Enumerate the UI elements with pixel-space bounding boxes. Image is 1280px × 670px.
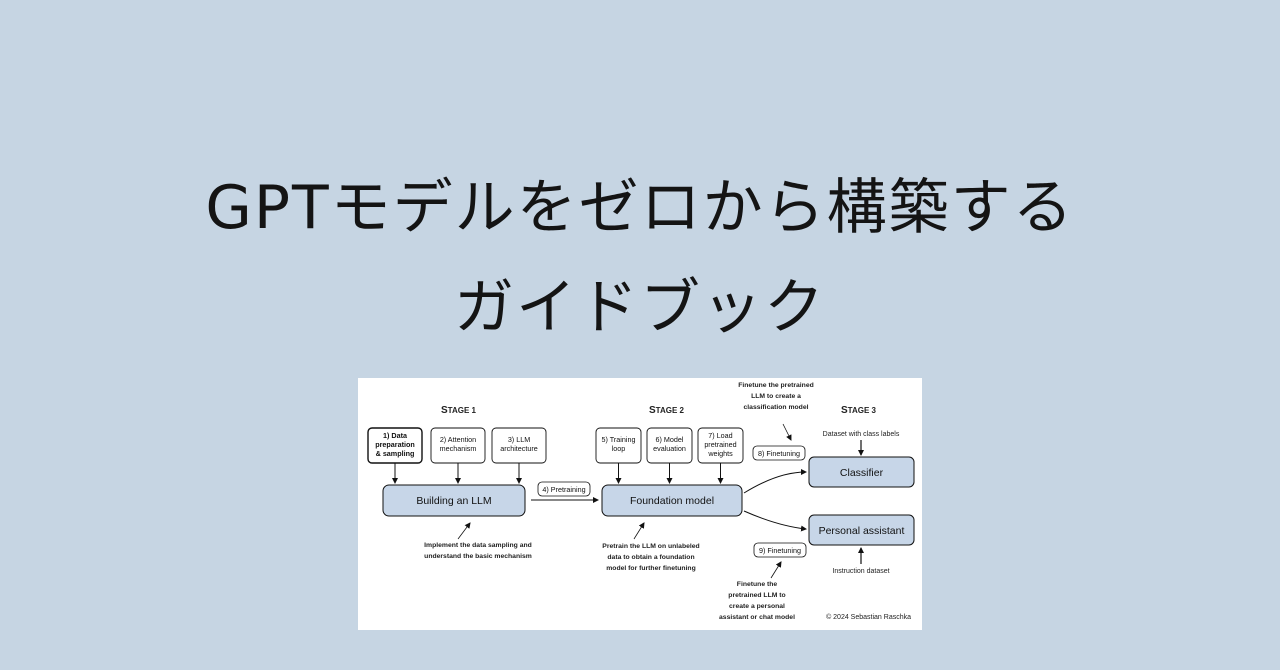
step-5-box: 5) Training loop	[595, 427, 642, 464]
arrow-to-classifier	[743, 469, 807, 494]
svg-text:Personal assistant: Personal assistant	[819, 525, 905, 537]
step-2-box: 2) Attention mechanism	[430, 427, 486, 464]
svg-text:8) Finetuning: 8) Finetuning	[758, 449, 800, 458]
pretraining-label: 4) Pretraining	[537, 481, 591, 497]
dataset-instruction: Instruction dataset	[832, 568, 889, 575]
svg-text:1) Data: 1) Data	[383, 431, 408, 440]
classifier-box: Classifier	[808, 456, 915, 488]
title-line-2: ガイドブック	[454, 273, 826, 343]
svg-text:5) Training: 5) Training	[602, 435, 636, 444]
svg-text:9) Finetuning: 9) Finetuning	[759, 546, 801, 555]
arrow-note-stage-1	[457, 522, 471, 540]
svg-text:create a personal: create a personal	[729, 603, 785, 610]
svg-text:Finetune the pretrained: Finetune the pretrained	[738, 382, 814, 389]
personal-assistant-box: Personal assistant	[808, 514, 915, 546]
svg-text:Finetune the: Finetune the	[737, 581, 778, 588]
llm-stages-diagram: STAGE 1 STAGE 2 STAGE 3 1) Data preparat…	[358, 378, 922, 630]
svg-text:7) Load: 7) Load	[708, 431, 732, 440]
svg-text:assistant or chat model: assistant or chat model	[719, 614, 795, 621]
title-line-1: GPTモデルをゼロから構築する	[205, 173, 1075, 243]
svg-text:Foundation model: Foundation model	[630, 495, 714, 507]
step-3-box: 3) LLM architecture	[491, 427, 547, 464]
svg-text:architecture: architecture	[500, 444, 538, 453]
arrow-to-assistant	[743, 510, 807, 532]
note-stage-1: Implement the data sampling and understa…	[424, 542, 532, 560]
note-classify: Finetune the pretrained LLM to create a …	[738, 382, 814, 411]
svg-text:evaluation: evaluation	[653, 444, 686, 453]
svg-text:Implement the data sampling an: Implement the data sampling and	[424, 542, 532, 549]
arrow-note-assistant	[770, 561, 782, 579]
step-6-box: 6) Model evaluation	[646, 427, 693, 464]
foundation-model-box: Foundation model	[601, 484, 743, 517]
svg-text:preparation: preparation	[375, 440, 415, 449]
svg-text:loop: loop	[612, 444, 626, 453]
svg-text:Pretrain the LLM on unlabeled: Pretrain the LLM on unlabeled	[602, 543, 699, 550]
page-title: GPTモデルをゼロから構築する ガイドブック	[0, 158, 1280, 358]
svg-text:Classifier: Classifier	[840, 467, 884, 479]
finetuning-9-label: 9) Finetuning	[753, 542, 807, 558]
building-llm-box: Building an LLM	[382, 484, 526, 517]
svg-text:4) Pretraining: 4) Pretraining	[542, 485, 585, 494]
svg-text:& sampling: & sampling	[376, 449, 415, 458]
svg-text:Building an LLM: Building an LLM	[416, 495, 491, 507]
svg-text:3) LLM: 3) LLM	[508, 435, 530, 444]
arrow-note-stage-2	[633, 522, 645, 540]
stage-1-title: STAGE 1	[441, 405, 477, 416]
step-1-box: 1) Data preparation & sampling	[367, 427, 423, 464]
svg-text:mechanism: mechanism	[440, 444, 477, 453]
note-stage-2: Pretrain the LLM on unlabeled data to ob…	[602, 543, 699, 572]
copyright: © 2024 Sebastian Raschka	[826, 613, 911, 621]
stage-3-title: STAGE 3	[841, 405, 877, 416]
stage-2-title: STAGE 2	[649, 405, 685, 416]
note-assistant: Finetune the pretrained LLM to create a …	[719, 581, 795, 621]
svg-text:6) Model: 6) Model	[656, 435, 684, 444]
svg-text:data to obtain a foundation: data to obtain a foundation	[607, 554, 694, 561]
svg-text:LLM to create a: LLM to create a	[751, 393, 801, 400]
step-7-box: 7) Load pretrained weights	[697, 427, 744, 464]
svg-text:weights: weights	[707, 449, 733, 458]
svg-text:pretrained LLM to: pretrained LLM to	[728, 592, 785, 599]
dataset-class-labels: Dataset with class labels	[823, 431, 900, 438]
finetuning-8-label: 8) Finetuning	[752, 445, 806, 461]
svg-text:pretrained: pretrained	[704, 440, 736, 449]
svg-text:classification model: classification model	[744, 404, 809, 411]
svg-text:understand the basic mechanism: understand the basic mechanism	[424, 553, 532, 560]
svg-text:2) Attention: 2) Attention	[440, 435, 476, 444]
arrow-note-classify	[782, 423, 792, 441]
svg-text:model for further finetuning: model for further finetuning	[606, 565, 696, 572]
